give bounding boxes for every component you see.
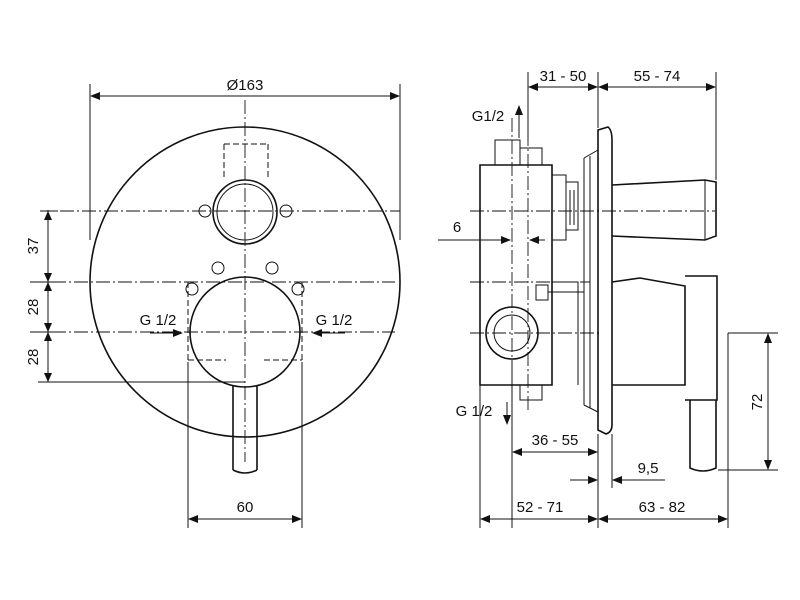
dim-63-82-label: 63 - 82 — [639, 499, 686, 516]
diverter-outer-ring — [212, 179, 278, 245]
mounting-lugs — [185, 204, 305, 296]
outlet-top-label: G1/2 — [472, 108, 505, 125]
valve-body-side — [479, 164, 553, 386]
front-view: Ø163 37 28 28 G 1/2 G 1/2 60 — [25, 77, 401, 528]
dim-36-55-label: 36 - 55 — [532, 432, 579, 449]
dim-9-5-label: 9,5 — [638, 460, 659, 477]
side-view: G1/2 G 1/2 31 - 50 55 - 74 6 36 - 55 9,5… — [438, 68, 778, 528]
outlet-bottom-label: G 1/2 — [456, 403, 493, 420]
dim-31-50-label: 31 - 50 — [540, 68, 587, 85]
dim-28-upper-label: 28 — [25, 299, 42, 316]
dim-37-label: 37 — [25, 238, 42, 255]
dim-72-label: 72 — [749, 394, 766, 411]
lever-side — [611, 275, 718, 472]
cover-plate-side — [597, 126, 613, 435]
inlet-left-label: G 1/2 — [140, 312, 177, 329]
mixer-cartridge — [189, 276, 301, 388]
hidden-body-outline — [187, 143, 303, 361]
dim-55-74-label: 55 - 74 — [634, 68, 681, 85]
diverter-knob-side — [611, 179, 717, 241]
dim-60-label: 60 — [237, 499, 254, 516]
lever-handle — [232, 386, 258, 474]
diverter-inner-ring — [216, 183, 274, 241]
dim-28-lower-label: 28 — [25, 349, 42, 366]
diameter-label: Ø163 — [227, 77, 264, 94]
dim-52-71-label: 52 - 71 — [517, 499, 564, 516]
dim-6-label: 6 — [453, 219, 461, 236]
inlet-right-label: G 1/2 — [316, 312, 353, 329]
